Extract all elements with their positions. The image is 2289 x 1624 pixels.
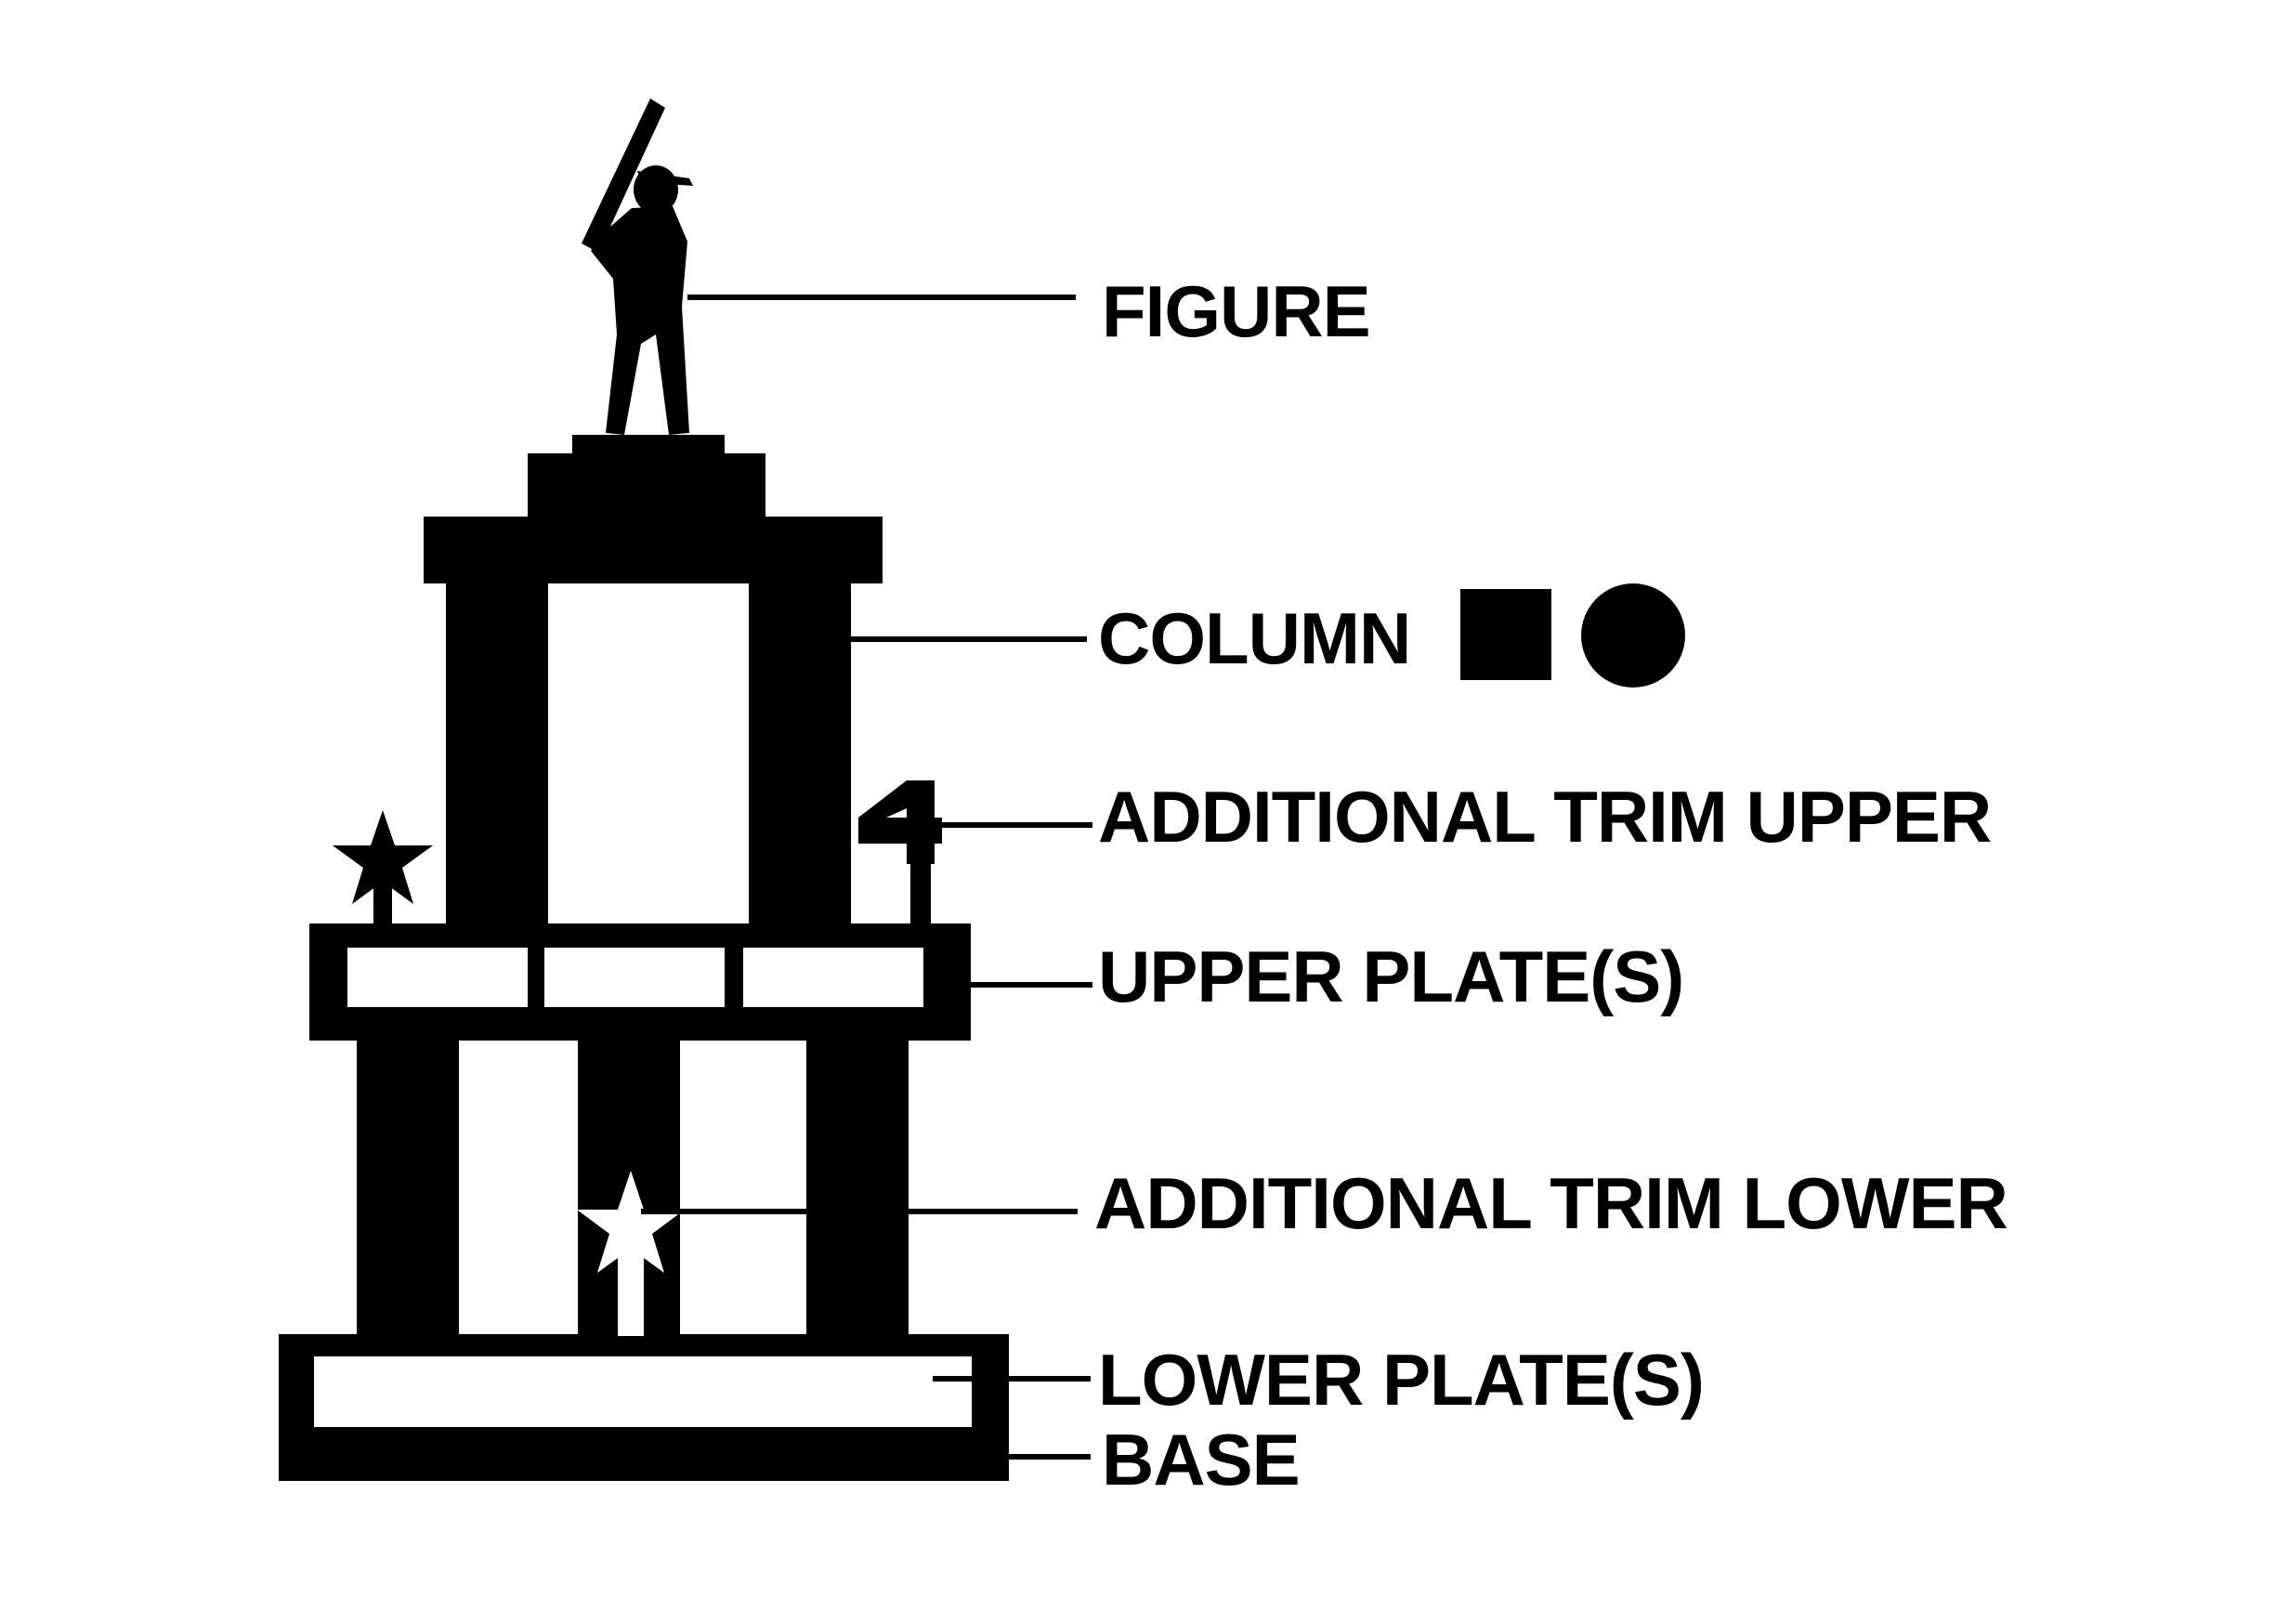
label-base: BASE bbox=[1102, 1419, 1300, 1500]
upper-plate-band bbox=[309, 923, 971, 1041]
label-trim-lower: ADDITIONAL TRIM LOWER bbox=[1094, 1162, 2008, 1244]
label-figure: FIGURE bbox=[1102, 270, 1370, 352]
lower-column-right bbox=[806, 1039, 909, 1336]
upper-plate-1 bbox=[347, 948, 528, 1007]
upper-columns bbox=[446, 582, 851, 925]
upper-plate-2 bbox=[544, 948, 725, 1007]
round-column-icon bbox=[1581, 583, 1685, 688]
upper-column-left bbox=[446, 582, 548, 925]
leader-lines bbox=[641, 295, 1092, 1460]
lower-column-left bbox=[357, 1039, 459, 1336]
upper-plate-3 bbox=[743, 948, 923, 1007]
lower-plate bbox=[314, 1356, 972, 1427]
label-upper-plate: UPPER PLATE(S) bbox=[1098, 936, 1683, 1017]
label-trim-upper: ADDITIONAL TRIM UPPER bbox=[1098, 776, 1991, 858]
base bbox=[279, 1334, 1009, 1481]
top-cap bbox=[424, 435, 883, 583]
number-4-trim-icon bbox=[858, 780, 942, 925]
square-column-icon bbox=[1460, 589, 1551, 680]
star-trim-icon bbox=[333, 810, 433, 925]
label-column: COLUMN bbox=[1098, 597, 1410, 679]
lower-columns bbox=[357, 1039, 909, 1336]
trophy bbox=[279, 98, 1009, 1481]
batter-figure-icon bbox=[582, 98, 693, 435]
upper-column-right bbox=[749, 582, 851, 925]
label-lower-plate: LOWER PLATE(S) bbox=[1098, 1339, 1704, 1421]
labels: FIGURE COLUMN ADDITIONAL TRIM UPPER UPPE… bbox=[1094, 270, 2008, 1500]
star-trim-icon bbox=[577, 1171, 685, 1336]
